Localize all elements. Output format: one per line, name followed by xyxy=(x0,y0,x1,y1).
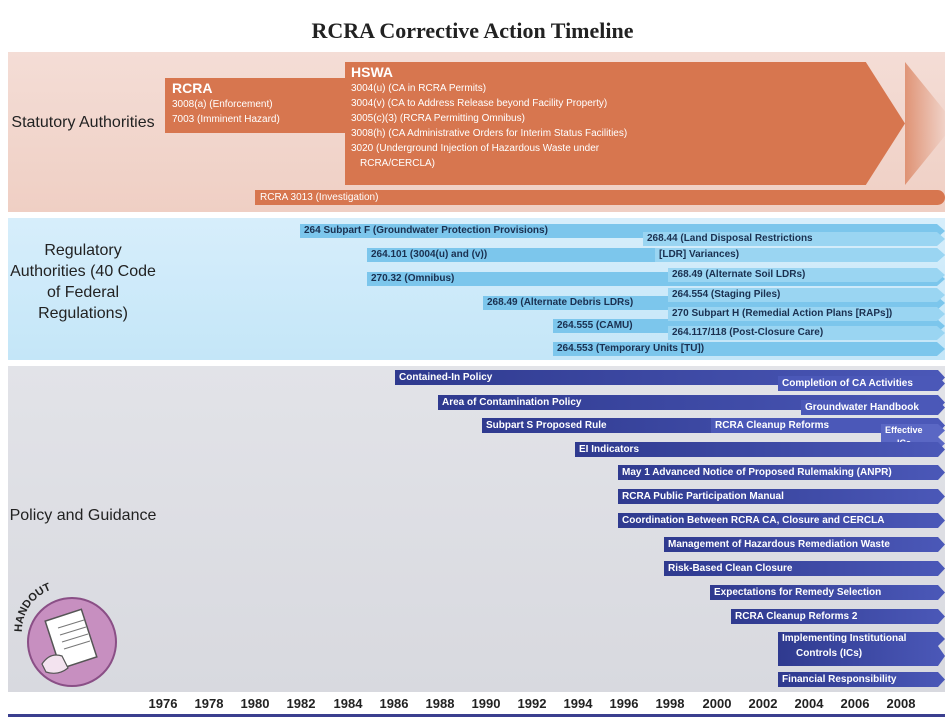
year-tick: 1984 xyxy=(333,696,363,711)
policy-bar: Effective xyxy=(881,424,945,437)
policy-bar: RCRA Cleanup Reforms 2 xyxy=(731,609,945,624)
policy-bar: Completion of CA Activities xyxy=(778,376,945,391)
year-tick: 1998 xyxy=(655,696,685,711)
investigation-label: RCRA 3013 (Investigation) xyxy=(260,192,379,203)
axis-line xyxy=(8,714,945,717)
year-tick: 1978 xyxy=(194,696,224,711)
policy-bar: Groundwater Handbook xyxy=(801,400,945,415)
year-tick: 1982 xyxy=(286,696,316,711)
reg-bar: 264.117/118 (Post-Closure Care) xyxy=(668,326,945,340)
rcra-item: 7003 (Imminent Hazard) xyxy=(172,114,280,125)
handout-logo: HANDOUT xyxy=(13,581,117,687)
hswa-item: 3005(c)(3) (RCRA Permitting Omnibus) xyxy=(351,113,525,124)
hswa-header: HSWA xyxy=(351,64,393,80)
statutory-label: Statutory Authorities xyxy=(11,114,155,131)
rcra-block xyxy=(165,78,355,133)
year-tick: 2002 xyxy=(748,696,778,711)
year-tick: 1992 xyxy=(517,696,547,711)
hswa-block xyxy=(345,62,905,185)
year-tick: 1986 xyxy=(379,696,409,711)
year-tick: 2000 xyxy=(702,696,732,711)
reg-bar: [LDR] Variances) xyxy=(655,248,945,262)
policy-bar: EI Indicators xyxy=(575,442,945,457)
year-tick: 1980 xyxy=(240,696,270,711)
year-tick: 2008 xyxy=(886,696,916,711)
investigation-bar xyxy=(255,190,945,205)
policy-bar: Coordination Between RCRA CA, Closure an… xyxy=(618,513,945,528)
hswa-item: RCRA/CERCLA) xyxy=(360,158,436,169)
policy-bar: Management of Hazardous Remediation Wast… xyxy=(664,537,945,552)
year-tick: 2006 xyxy=(840,696,870,711)
reg-bar: 270 Subpart H (Remedial Action Plans [RA… xyxy=(668,307,945,321)
year-tick: 1996 xyxy=(609,696,639,711)
reg-bar: 264.553 (Temporary Units [TU]) xyxy=(553,342,945,356)
year-tick: 2004 xyxy=(794,696,824,711)
year-axis: 1976 1978 1980 1982 1984 1986 1988 1990 … xyxy=(0,694,945,717)
rcra-header: RCRA xyxy=(172,80,213,96)
hswa-item: 3004(v) (CA to Address Release beyond Fa… xyxy=(351,98,608,109)
hswa-item: 3004(u) (CA in RCRA Permits) xyxy=(351,83,487,94)
policy-label: Policy and Guidance xyxy=(9,507,157,524)
hswa-item: 3020 (Underground Injection of Hazardous… xyxy=(351,143,600,154)
year-tick: 1994 xyxy=(563,696,593,711)
reg-bar: 268.44 (Land Disposal Restrictions xyxy=(643,232,945,246)
year-tick: 1976 xyxy=(148,696,178,711)
policy-bar: Financial Responsibility xyxy=(778,672,945,687)
reg-bar: 268.49 (Alternate Soil LDRs) xyxy=(668,268,945,282)
policy-bar: Expectations for Remedy Selection xyxy=(710,585,945,600)
policy-bar: Risk-Based Clean Closure xyxy=(664,561,945,576)
page-title: RCRA Corrective Action Timeline xyxy=(311,18,634,43)
year-tick: 1990 xyxy=(471,696,501,711)
policy-bar: RCRA Public Participation Manual xyxy=(618,489,945,504)
rcra-item: 3008(a) (Enforcement) xyxy=(172,99,273,110)
policy-bar: Implementing Institutional xyxy=(778,632,945,646)
document-hand-icon xyxy=(41,608,98,674)
reg-bar: 264.554 (Staging Piles) xyxy=(668,288,945,302)
policy-bar: Controls (ICs) xyxy=(778,646,945,666)
regulatory-label: Regulatory Authorities (40 Code of Feder… xyxy=(10,242,156,322)
policy-bar: May 1 Advanced Notice of Proposed Rulema… xyxy=(618,465,945,480)
hswa-item: 3008(h) (CA Administrative Orders for In… xyxy=(351,128,628,139)
year-tick: 1988 xyxy=(425,696,455,711)
